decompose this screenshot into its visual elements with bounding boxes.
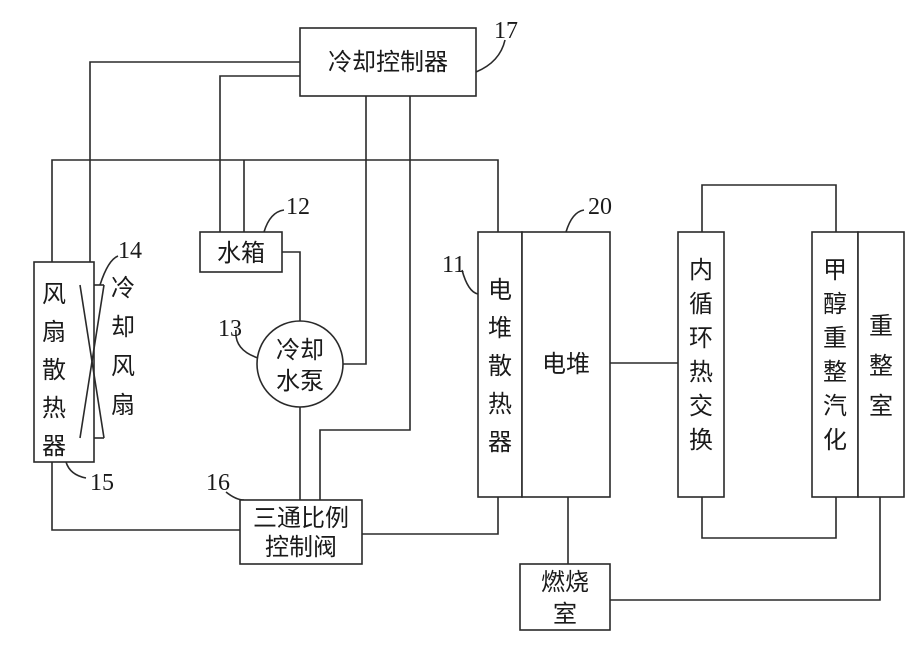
connector-lines	[52, 40, 880, 600]
ref-12: 12	[286, 194, 310, 220]
ref-14: 14	[118, 238, 142, 264]
leader-20	[566, 210, 584, 232]
line-exchanger-top	[702, 185, 836, 232]
line-controller-to-pump	[343, 96, 366, 364]
line-combustion-to-reforming	[610, 497, 880, 600]
label-water-tank: 水箱	[217, 239, 265, 267]
leader-17	[476, 40, 505, 72]
label-three-way-valve: 三通比例控制阀	[253, 504, 349, 561]
leader-15	[66, 462, 86, 478]
line-controller-to-valve	[320, 96, 410, 500]
label-stack-radiator: 电堆散热器	[488, 276, 512, 456]
line-exchanger-bottom	[702, 497, 836, 538]
ref-20: 20	[588, 194, 612, 220]
ref-15: 15	[90, 470, 114, 496]
leader-12	[264, 210, 284, 232]
label-cooling-fan: 冷却风扇	[111, 274, 135, 419]
label-stack: 电堆	[542, 350, 590, 378]
label-fan-radiator: 风扇散热器	[42, 280, 66, 460]
ref-13: 13	[218, 316, 242, 342]
component-labels: 冷却控制器 风扇散热器 冷却风扇 水箱 冷却水泵 三通比例控制阀 电堆散热器 电…	[42, 48, 893, 628]
line-valve-to-radiator	[362, 497, 498, 534]
label-reforming-chamber: 重整室	[869, 312, 893, 420]
ref-17: 17	[494, 18, 518, 44]
ref-16: 16	[206, 470, 230, 496]
ref-11: 11	[442, 252, 465, 278]
line-tank-to-pump	[282, 252, 300, 322]
components	[34, 28, 904, 630]
label-cooling-controller: 冷却控制器	[328, 48, 448, 76]
